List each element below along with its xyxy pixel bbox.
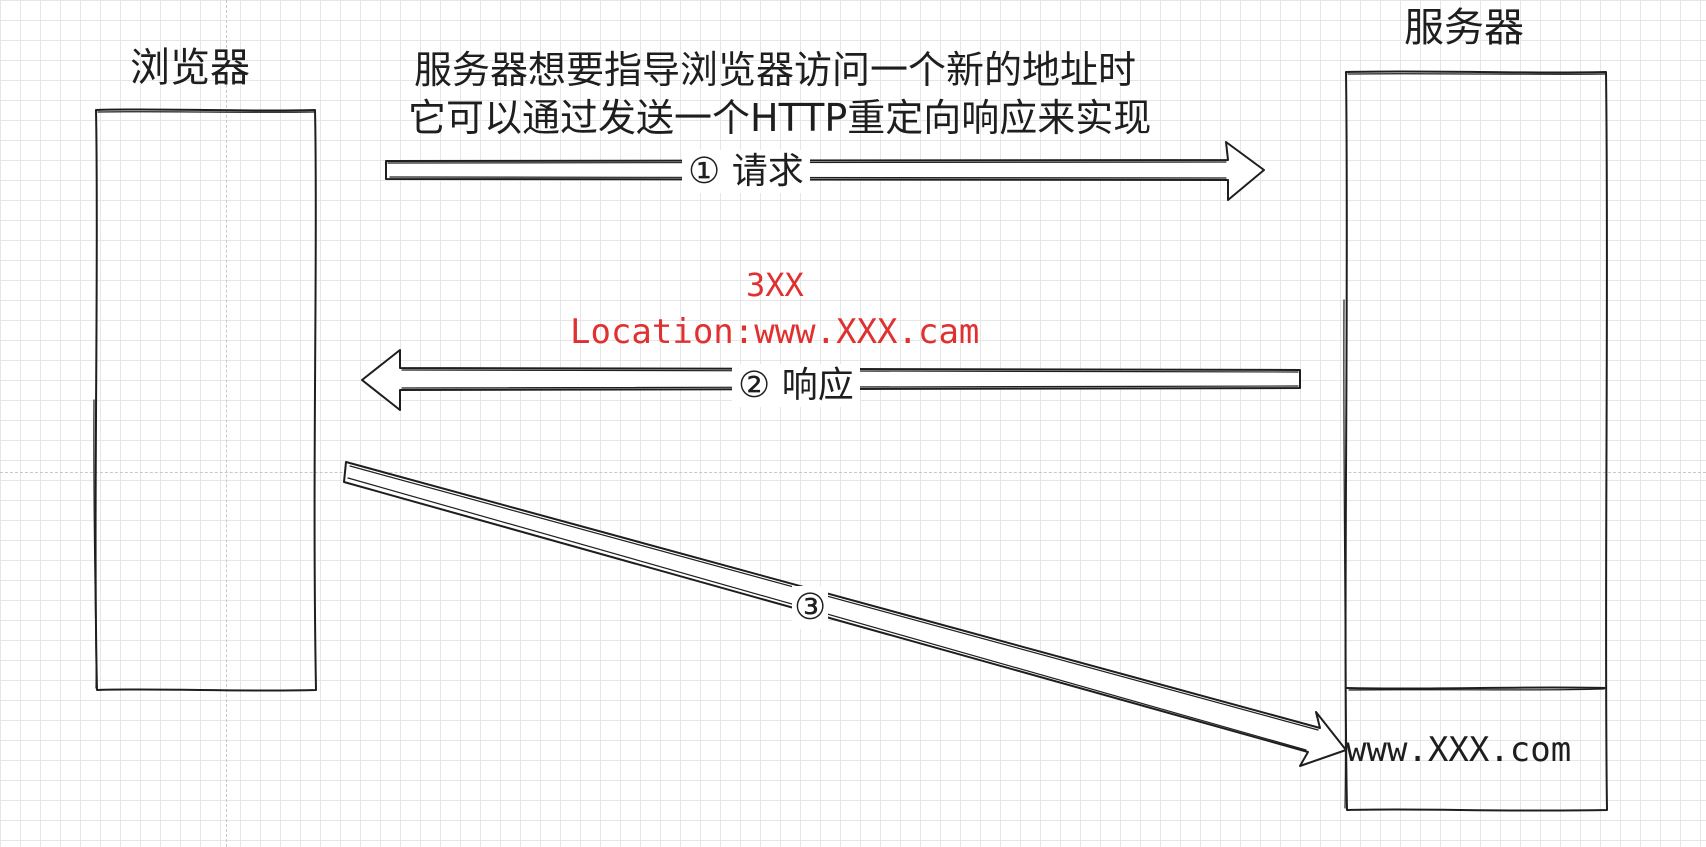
request-label: ① 请求	[682, 150, 810, 194]
redirect-label: ③	[792, 586, 829, 630]
server-target-domain: www.XXX.com	[1346, 730, 1572, 770]
browser-title: 浏览器	[130, 45, 250, 91]
horizontal-guide-line	[0, 472, 1706, 473]
server-box	[1343, 70, 1608, 812]
browser-box	[93, 108, 317, 692]
vertical-guide-line	[226, 0, 227, 847]
location-header-text: Location:www.XXX.cam	[570, 312, 980, 352]
status-code-text: 3XX	[746, 266, 804, 304]
response-label: ② 响应	[732, 364, 860, 408]
description-line-1: 服务器想要指导浏览器访问一个新的地址时	[414, 48, 1137, 92]
request-arrow	[385, 141, 1265, 201]
redirect-arrow	[343, 461, 1347, 767]
server-title: 服务器	[1404, 5, 1524, 51]
server-domain-box	[1346, 686, 1607, 691]
description-line-2: 它可以通过发送一个HTTP重定向响应来实现	[408, 96, 1152, 140]
